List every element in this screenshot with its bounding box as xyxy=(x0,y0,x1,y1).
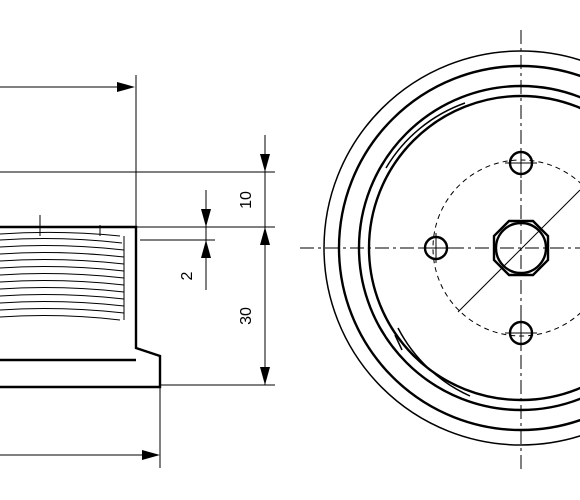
dim-label-10: 10 xyxy=(238,191,255,209)
dim30-arrow-bottom xyxy=(260,367,270,385)
body-outline xyxy=(0,225,162,389)
arrow-right-bottom xyxy=(142,450,160,460)
bolt-holes xyxy=(420,148,537,348)
front-view xyxy=(300,30,580,470)
side-view: 10 30 2 xyxy=(0,75,275,468)
hub-circle xyxy=(494,221,548,275)
outer-ring xyxy=(337,64,580,432)
dim10-arrow-top xyxy=(260,154,270,172)
hub-polygon xyxy=(492,219,550,277)
inner-ring-2 xyxy=(367,94,580,402)
radius-line xyxy=(457,189,580,313)
pitch-arrow-top xyxy=(201,209,211,227)
outer-circle xyxy=(323,50,580,446)
dim-label-2: 2 xyxy=(179,271,196,280)
pitch-arrow-bottom xyxy=(201,240,211,258)
dim-label-30: 30 xyxy=(238,307,255,325)
inner-ring xyxy=(357,84,580,412)
thread-tick xyxy=(394,334,403,351)
thread-lines xyxy=(0,215,125,321)
thread-end-arc xyxy=(397,327,471,397)
arrow-right-top xyxy=(117,82,135,92)
thread-start-arc xyxy=(385,102,466,169)
